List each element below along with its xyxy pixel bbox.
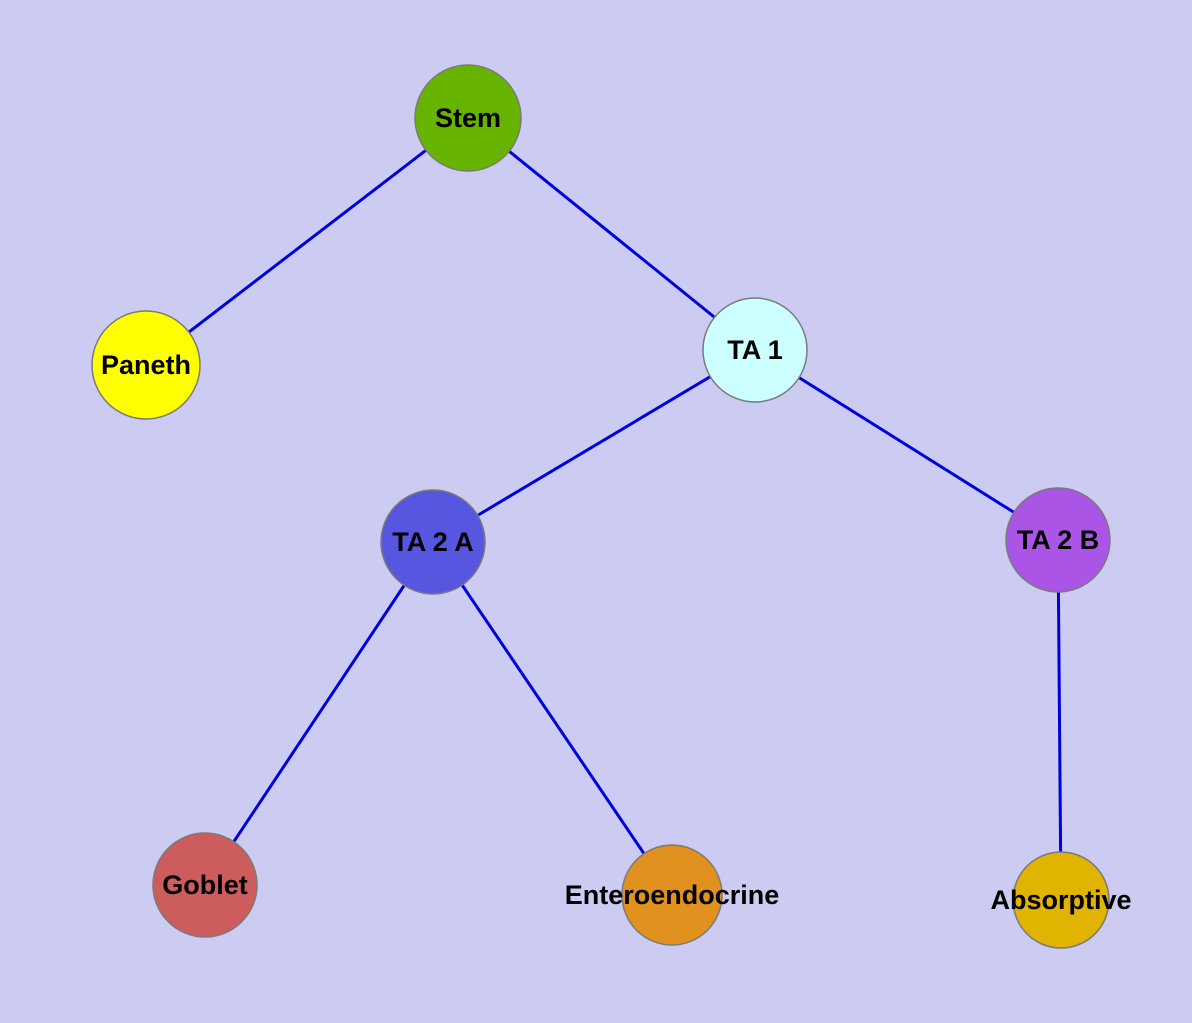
node-ta-2-b[interactable] xyxy=(1005,487,1111,593)
node-goblet[interactable] xyxy=(152,832,258,938)
node-paneth[interactable] xyxy=(91,310,201,420)
edge-stem-ta-1 xyxy=(467,116,756,352)
edge-ta-1-ta-2-a xyxy=(432,348,756,544)
node-ta-2-a[interactable] xyxy=(380,489,486,595)
edge-stem-paneth xyxy=(145,116,469,367)
node-ta-1[interactable] xyxy=(702,297,808,403)
edge-ta-2-a-enteroendocrine xyxy=(431,541,674,896)
node-stem[interactable] xyxy=(414,64,522,172)
edge-ta-1-ta-2-b xyxy=(754,348,1059,542)
edge-ta-2-b-absorptive xyxy=(1056,539,1063,901)
node-enteroendocrine[interactable] xyxy=(621,844,723,946)
node-absorptive[interactable] xyxy=(1012,851,1110,949)
edge-ta-2-a-goblet xyxy=(203,541,435,886)
